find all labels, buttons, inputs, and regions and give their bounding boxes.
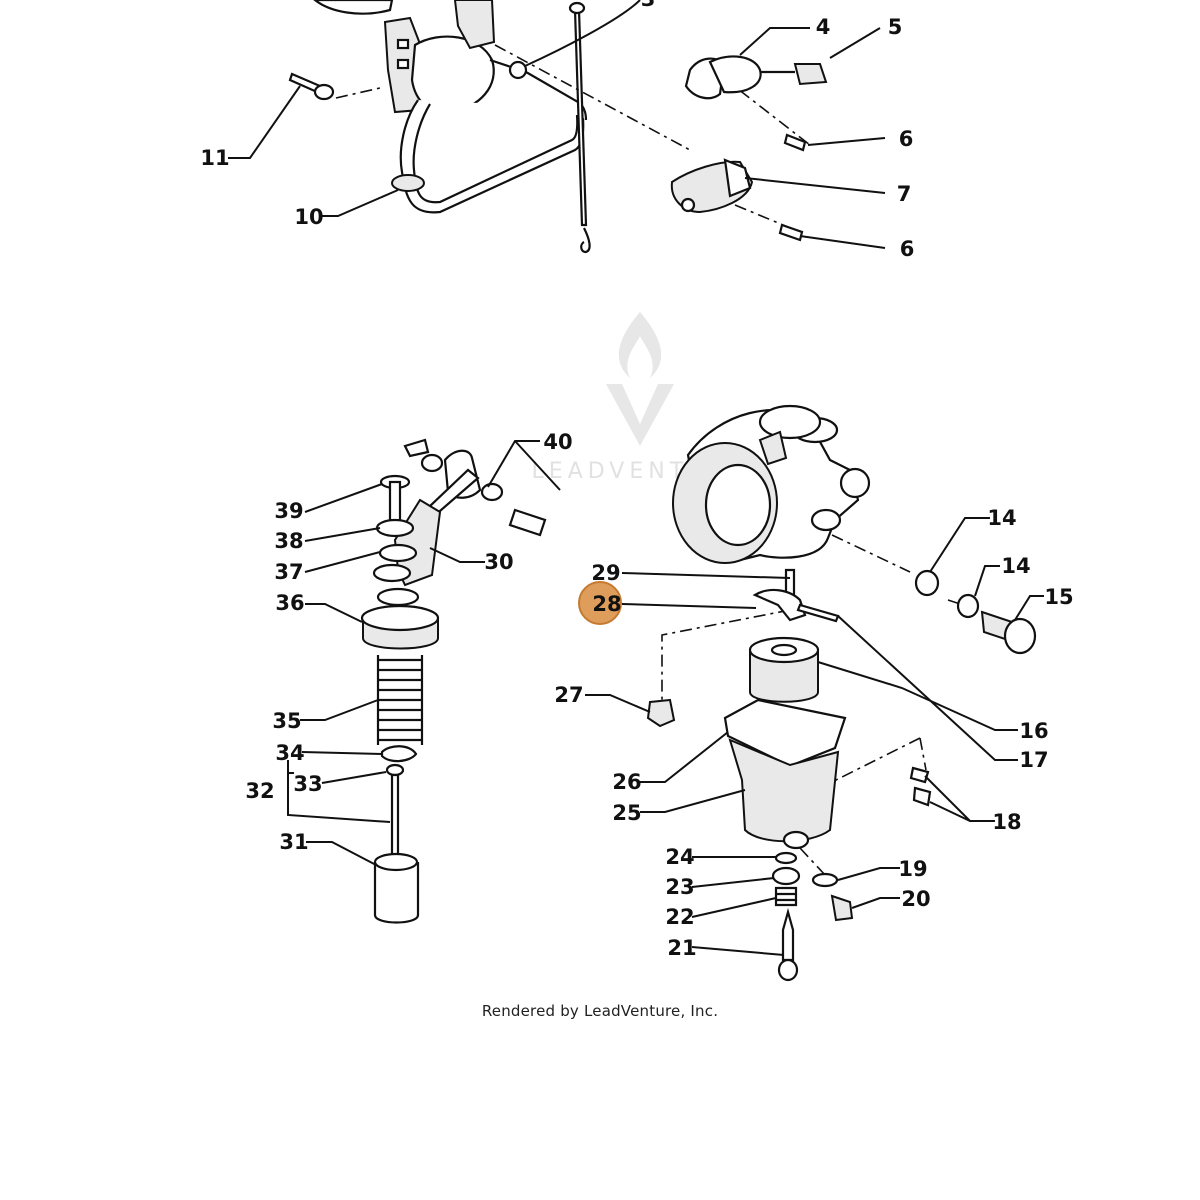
screw-icon: [288, 72, 335, 101]
callout-label[interactable]: 27: [554, 683, 583, 707]
callout-label[interactable]: 21: [667, 936, 696, 960]
top-assembly: [288, 0, 828, 254]
flame-v-logo-icon: [606, 312, 674, 446]
callout-label[interactable]: 36: [275, 591, 304, 615]
callout-label[interactable]: 24: [665, 845, 694, 869]
callout-label[interactable]: 5: [888, 15, 903, 39]
callout-labels: 3 4 5 6 7 6 11 10 40 39 38 37 30 36 35 3…: [200, 0, 1073, 960]
callout-label[interactable]: 33: [293, 772, 322, 796]
callout-label[interactable]: 6: [899, 127, 914, 151]
callout-label[interactable]: 35: [272, 709, 301, 733]
callout-label[interactable]: 30: [484, 550, 513, 574]
selected-part-highlight[interactable]: [578, 581, 622, 625]
callout-label[interactable]: 11: [200, 146, 229, 170]
throttle-needle-assembly: [360, 438, 547, 924]
spring-icon: [376, 655, 424, 745]
callout-label[interactable]: 40: [543, 430, 572, 454]
callout-label[interactable]: 3: [641, 0, 656, 11]
callout-label[interactable]: 7: [897, 182, 912, 206]
callout-label[interactable]: 37: [274, 560, 303, 584]
callout-label[interactable]: 28: [592, 592, 621, 616]
carburetor-assembly: [646, 404, 1037, 982]
callout-label[interactable]: 20: [901, 887, 930, 911]
callout-label[interactable]: 17: [1019, 748, 1048, 772]
callout-label[interactable]: 14: [1001, 554, 1030, 578]
footer-credit: Rendered by LeadVenture, Inc.: [481, 1002, 719, 1020]
callout-label[interactable]: 15: [1044, 585, 1073, 609]
callout-label[interactable]: 26: [612, 770, 641, 794]
callout-label[interactable]: 34: [275, 741, 304, 765]
callout-label[interactable]: 22: [665, 905, 694, 929]
callout-label[interactable]: 25: [612, 801, 641, 825]
callout-label[interactable]: 31: [279, 830, 308, 854]
leader-lines: [228, 0, 1044, 956]
callout-label[interactable]: 23: [665, 875, 694, 899]
callout-label[interactable]: 6: [900, 237, 915, 261]
callout-label[interactable]: 38: [274, 529, 303, 553]
callout-label[interactable]: 16: [1019, 719, 1048, 743]
callout-label[interactable]: 19: [898, 857, 927, 881]
callout-label[interactable]: 29: [591, 561, 620, 585]
callout-label[interactable]: 32: [245, 779, 274, 803]
callout-label[interactable]: 10: [294, 205, 323, 229]
callout-label[interactable]: 18: [992, 810, 1021, 834]
callout-label[interactable]: 4: [816, 15, 831, 39]
callout-label[interactable]: 39: [274, 499, 303, 523]
callout-label[interactable]: 14: [987, 506, 1016, 530]
